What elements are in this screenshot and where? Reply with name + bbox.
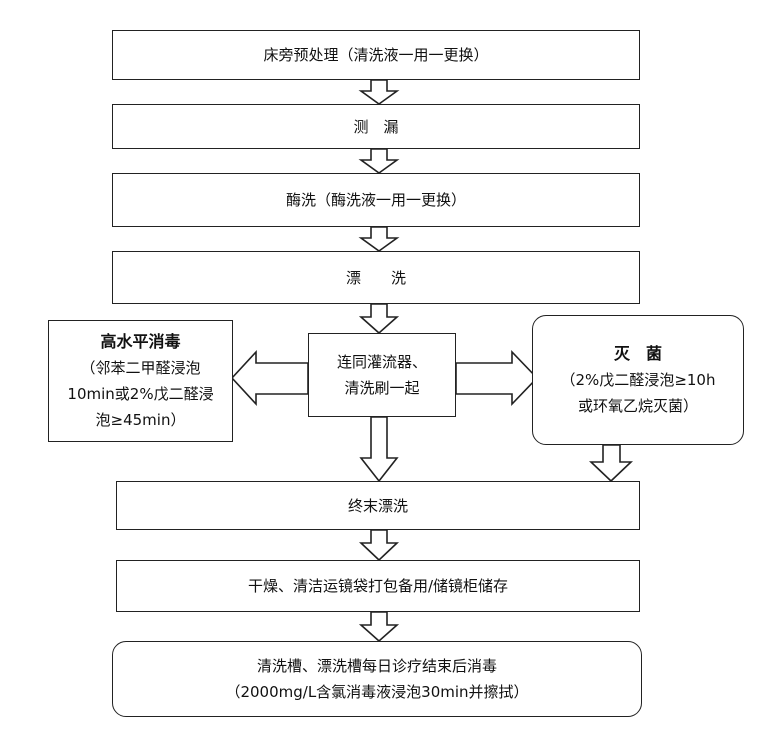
step-bedside-label: 床旁预处理（清洗液一用一更换）	[263, 46, 489, 64]
steril-line-2: 或环氧乙烷灭菌）	[577, 397, 698, 415]
step-sterilization: 灭 菌 （2%戊二醛浸泡≥10h 或环氧乙烷灭菌）	[532, 315, 744, 445]
arrow-down-steril	[588, 444, 634, 483]
arrow-down-1	[358, 79, 400, 105]
daily-line-1: 清洗槽、漂洗槽每日诊疗结束后消毒	[256, 657, 497, 675]
arrow-down-6	[358, 611, 400, 643]
arrow-right	[455, 350, 539, 406]
step-dry-store: 干燥、清洁运镜袋打包备用/储镜柜储存	[116, 560, 640, 612]
step-with-perfusor-brush: 连同灌流器、 清洗刷一起	[308, 333, 456, 417]
step-final-rinse: 终末漂洗	[116, 481, 640, 530]
step-leak-test-label: 测 漏	[353, 117, 399, 136]
arrow-down-4	[358, 303, 400, 335]
hld-line-3: 泡≥45min）	[95, 411, 186, 429]
arrow-down-center	[359, 416, 399, 483]
hld-title: 高水平消毒	[100, 332, 181, 351]
arrow-down-3	[358, 226, 400, 252]
step-rinse: 漂 洗	[112, 251, 640, 304]
step-bedside-pretreatment: 床旁预处理（清洗液一用一更换）	[112, 30, 640, 80]
step-high-level-disinfection: 高水平消毒 （邻苯二甲醛浸泡 10min或2%戊二醛浸 泡≥45min）	[48, 320, 233, 442]
step-enzyme-wash: 酶洗（酶洗液一用一更换）	[112, 173, 640, 227]
step-final-rinse-label: 终末漂洗	[347, 496, 408, 515]
arrow-down-5	[358, 529, 400, 562]
steril-line-1: （2%戊二醛浸泡≥10h	[560, 371, 716, 389]
step-dry-store-label: 干燥、清洁运镜袋打包备用/储镜柜储存	[247, 577, 509, 595]
step-leak-test: 测 漏	[112, 104, 640, 149]
hld-line-2: 10min或2%戊二醛浸	[67, 385, 214, 403]
arrow-left	[230, 349, 309, 407]
arrow-down-2	[358, 148, 400, 174]
step-rinse-label: 漂 洗	[345, 268, 406, 287]
center-line-1: 连同灌流器、	[336, 353, 427, 371]
step-daily-disinfection: 清洗槽、漂洗槽每日诊疗结束后消毒 （2000mg/L含氯消毒液浸泡30min并擦…	[112, 641, 642, 717]
center-line-2: 清洗刷一起	[344, 379, 420, 397]
steril-title: 灭 菌	[613, 344, 662, 363]
daily-line-2: （2000mg/L含氯消毒液浸泡30min并擦拭）	[225, 683, 529, 701]
hld-line-1: （邻苯二甲醛浸泡	[80, 359, 201, 377]
step-enzyme-wash-label: 酶洗（酶洗液一用一更换）	[285, 191, 466, 209]
